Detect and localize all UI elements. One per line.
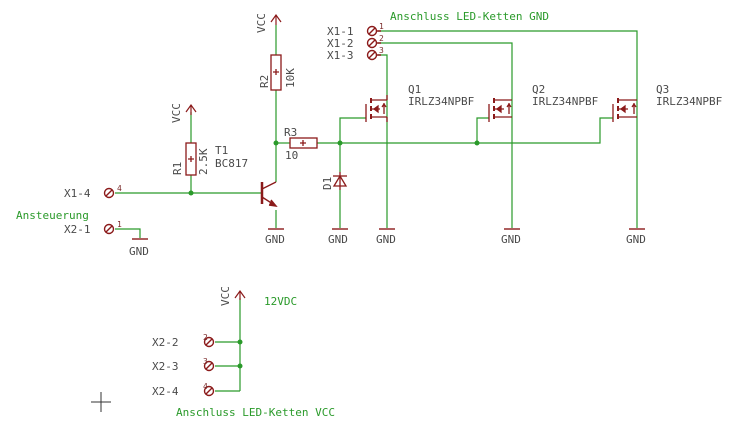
x2-2-label: X2-2 [152,336,179,349]
x1-4-label: X1-4 [64,187,91,200]
d1-label: D1 [321,177,334,190]
net-labels: Anschluss LED-Ketten GND Anschluss LED-K… [16,10,549,419]
q3-label: Q3 [656,83,669,96]
vcc-label: VCC [255,13,268,33]
r1-value: 2.5K [197,148,210,175]
gnd-label: GND [129,245,149,258]
vcc-label: VCC [170,103,183,123]
x2-3-label: X2-3 [152,360,179,373]
x1-2-label: X1-2 [327,37,354,50]
vcc-label: VCC [219,286,232,306]
title-gnd-label: Anschluss LED-Ketten GND [390,10,549,23]
resistor-r2 [270,54,282,91]
t1-label: T1 [215,144,228,157]
gnd-label: GND [328,233,348,246]
vcc-symbols [185,13,282,300]
t1-value: BC817 [215,157,248,170]
x2-1-label: X2-1 [64,223,91,236]
gnd-label: GND [501,233,521,246]
diode-d1 [332,172,348,190]
q1-label: Q1 [408,83,421,96]
r2-value: 10K [284,68,297,88]
x2-4-label: X2-4 [152,385,179,398]
mosfet-q1 [365,95,388,122]
transistor-t1 [260,181,278,207]
connector-x1-4 [103,187,115,199]
mosfet-q3 [612,98,637,122]
gnd-label: GND [265,233,285,246]
v12-label: 12VDC [264,295,297,308]
connector-x2-1 [103,223,115,235]
resistor-r3 [289,137,318,149]
q1-value: IRLZ34NPBF [408,95,474,108]
r3-value: 10 [285,149,298,162]
pin-number: 3 [379,46,384,55]
ansteuerung-label: Ansteuerung [16,209,89,222]
gnd-label: GND [376,233,396,246]
wires [115,25,638,392]
junctions [188,140,480,369]
connector-x2-vcc [203,336,215,397]
pin-number: 1 [117,220,122,229]
resistor-r1 [185,142,197,176]
pin-numbers: 1 2 3 4 1 2 3 4 [117,22,384,391]
power-labels: VCC VCC VCC GND GND GND GND GND GND [129,13,646,306]
pin-number: 2 [203,333,208,342]
pin-number: 4 [117,184,122,193]
x1-1-label: X1-1 [327,25,354,38]
q2-label: Q2 [532,83,545,96]
pin-number: 4 [203,382,208,391]
part-labels: T1 BC817 R3 10 Q1 IRLZ34NPBF Q2 IRLZ34NP… [171,68,722,190]
crosshair-icon [91,392,111,412]
gnd-symbols [132,228,645,240]
pin-number: 3 [203,357,208,366]
pin-number: 1 [379,22,384,31]
title-vcc-label: Anschluss LED-Ketten VCC [176,406,335,419]
connector-x1 [366,25,381,61]
pin-number: 2 [379,34,384,43]
mosfet-q2 [488,98,512,122]
q2-value: IRLZ34NPBF [532,95,598,108]
x1-3-label: X1-3 [327,49,354,62]
r3-label: R3 [284,126,297,139]
gnd-label: GND [626,233,646,246]
r2-label: R2 [258,75,271,88]
q3-value: IRLZ34NPBF [656,95,722,108]
r1-label: R1 [171,162,184,175]
connector-labels: X1-1 X1-2 X1-3 X1-4 X2-1 X2-2 X2-3 X2-4 [64,25,354,398]
